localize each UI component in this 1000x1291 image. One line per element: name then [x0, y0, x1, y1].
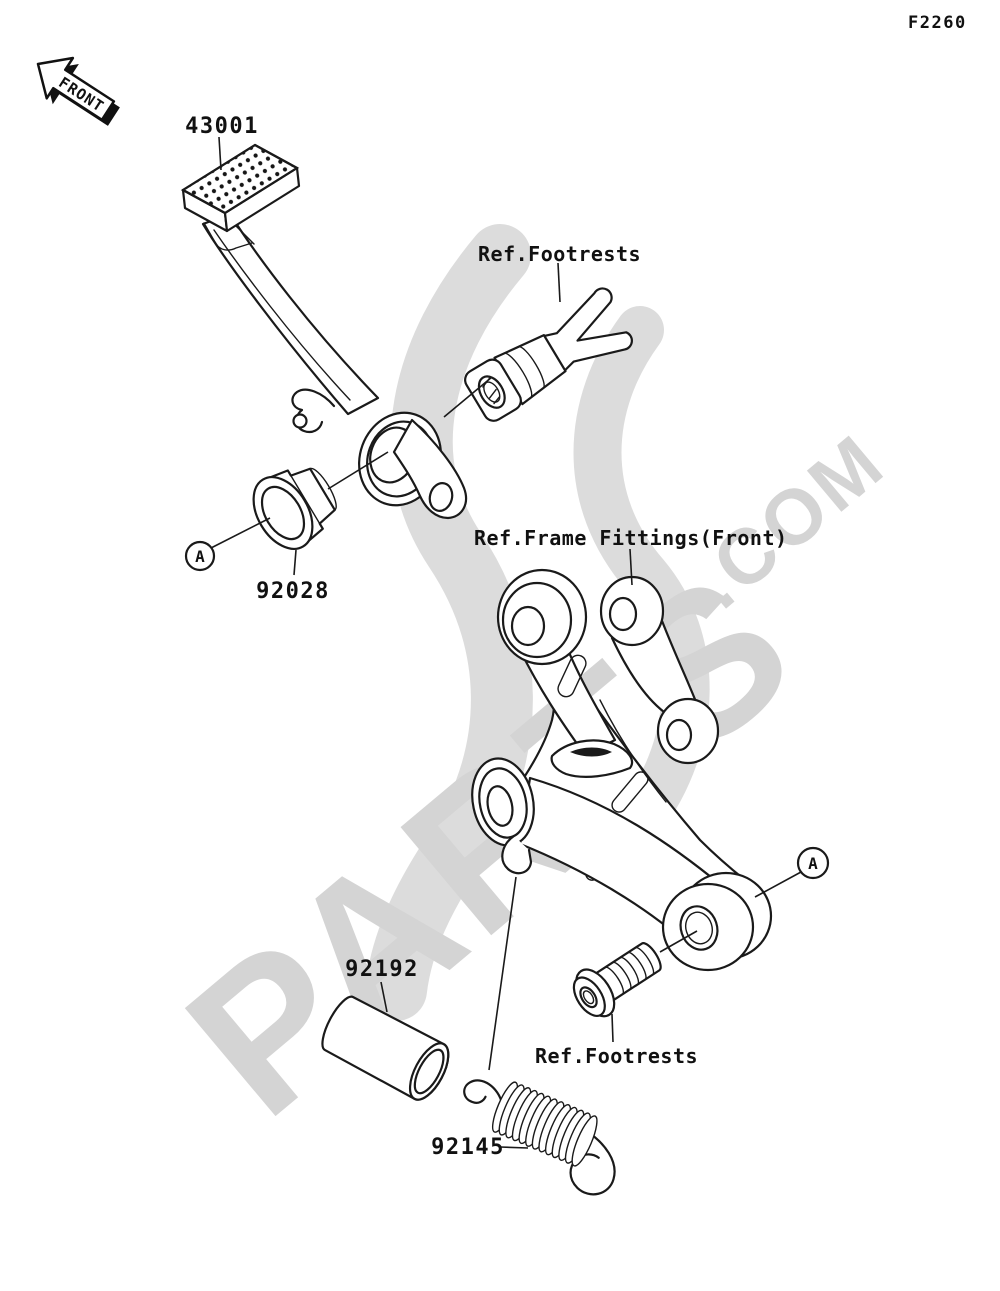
bracket-spring-hook: [501, 834, 533, 875]
leader-callout-a1: [210, 517, 271, 549]
part-label-92192: 92192: [345, 957, 419, 982]
bracket-mid-hole: [665, 718, 693, 752]
callout-a-bracket: A: [796, 846, 830, 880]
bracket-lower-right-eye: [661, 882, 755, 972]
ref-label-frame-fittings: Ref.Frame Fittings(Front): [474, 526, 788, 550]
collar-bore: [413, 1048, 445, 1095]
leader-bushing-to-pivot: [327, 451, 389, 490]
bushing-drawing: [252, 467, 337, 550]
bracket-slot-1: [557, 654, 587, 698]
leader-clevis-to-pedal: [443, 376, 493, 418]
spring-drawing: [463, 1079, 616, 1196]
clevis-nut: [464, 358, 522, 422]
watermark-swoosh-left: [365, 224, 533, 1021]
leader-ref-footrests-top: [557, 262, 561, 303]
pedal-hook-pin: [292, 413, 308, 429]
bracket-stop-tab: [550, 739, 634, 778]
bracket-top-right-hole: [608, 596, 638, 632]
collar-open-end: [408, 1042, 450, 1101]
bushing-flange: [252, 476, 314, 550]
callout-a2-letter: A: [808, 854, 818, 873]
leader-callout-a2: [754, 871, 802, 898]
pedal-lever: [392, 418, 468, 520]
callout-a-bushing: A: [184, 540, 216, 572]
bracket-top-left-hole: [510, 605, 546, 647]
part-label-43001: 43001: [185, 114, 259, 139]
leader-92192: [380, 981, 388, 1013]
leader-bolt-to-eye: [659, 930, 698, 953]
diagram-code: F2260: [908, 13, 967, 33]
spring-coils: [491, 1081, 598, 1167]
ref-label-footrests-top: Ref.Footrests: [478, 242, 641, 266]
leader-hook-to-spring: [488, 876, 517, 1071]
bracket-slot-2: [611, 771, 649, 813]
front-arrow-body: [36, 56, 116, 122]
leader-lines: [210, 136, 802, 1149]
brake-pedal-drawing: [180, 143, 468, 520]
bracket-lower-right-hole: [679, 905, 719, 951]
part-label-92145: 92145: [431, 1135, 505, 1160]
footrest-bolt-drawing: [572, 942, 662, 1018]
watermark-text-small: .COM: [676, 416, 901, 625]
pedal-arm: [201, 212, 380, 416]
spring-left-hook: [463, 1079, 504, 1105]
callout-a1-letter: A: [195, 547, 205, 566]
bolt-shank: [595, 942, 662, 1001]
leader-92145: [499, 1146, 529, 1149]
leader-ref-frame-fittings: [629, 548, 633, 586]
bracket-lower-left-hole: [486, 785, 514, 827]
callout-a2-circle: [796, 846, 830, 880]
leader-43001: [218, 136, 222, 171]
clevis-threaded-hole: [477, 375, 506, 409]
leader-ref-footrests-bottom: [611, 1013, 614, 1043]
callout-a1-circle: [184, 540, 216, 572]
leader-92028: [293, 549, 297, 576]
bushing-flange-inner: [260, 485, 306, 541]
collar-drawing: [321, 995, 450, 1101]
bracket-stop-tab-slot: [570, 747, 612, 757]
part-label-92028: 92028: [256, 579, 330, 604]
pedal-pad-knurling: [180, 143, 300, 215]
ref-label-footrests-bottom: Ref.Footrests: [535, 1044, 698, 1068]
frame-fitting-bracket-drawing: [471, 568, 773, 972]
pedal-lever-eye: [428, 482, 454, 512]
footrest-clevis-drawing: [464, 287, 633, 422]
front-direction-arrow: FRONT: [36, 56, 120, 126]
